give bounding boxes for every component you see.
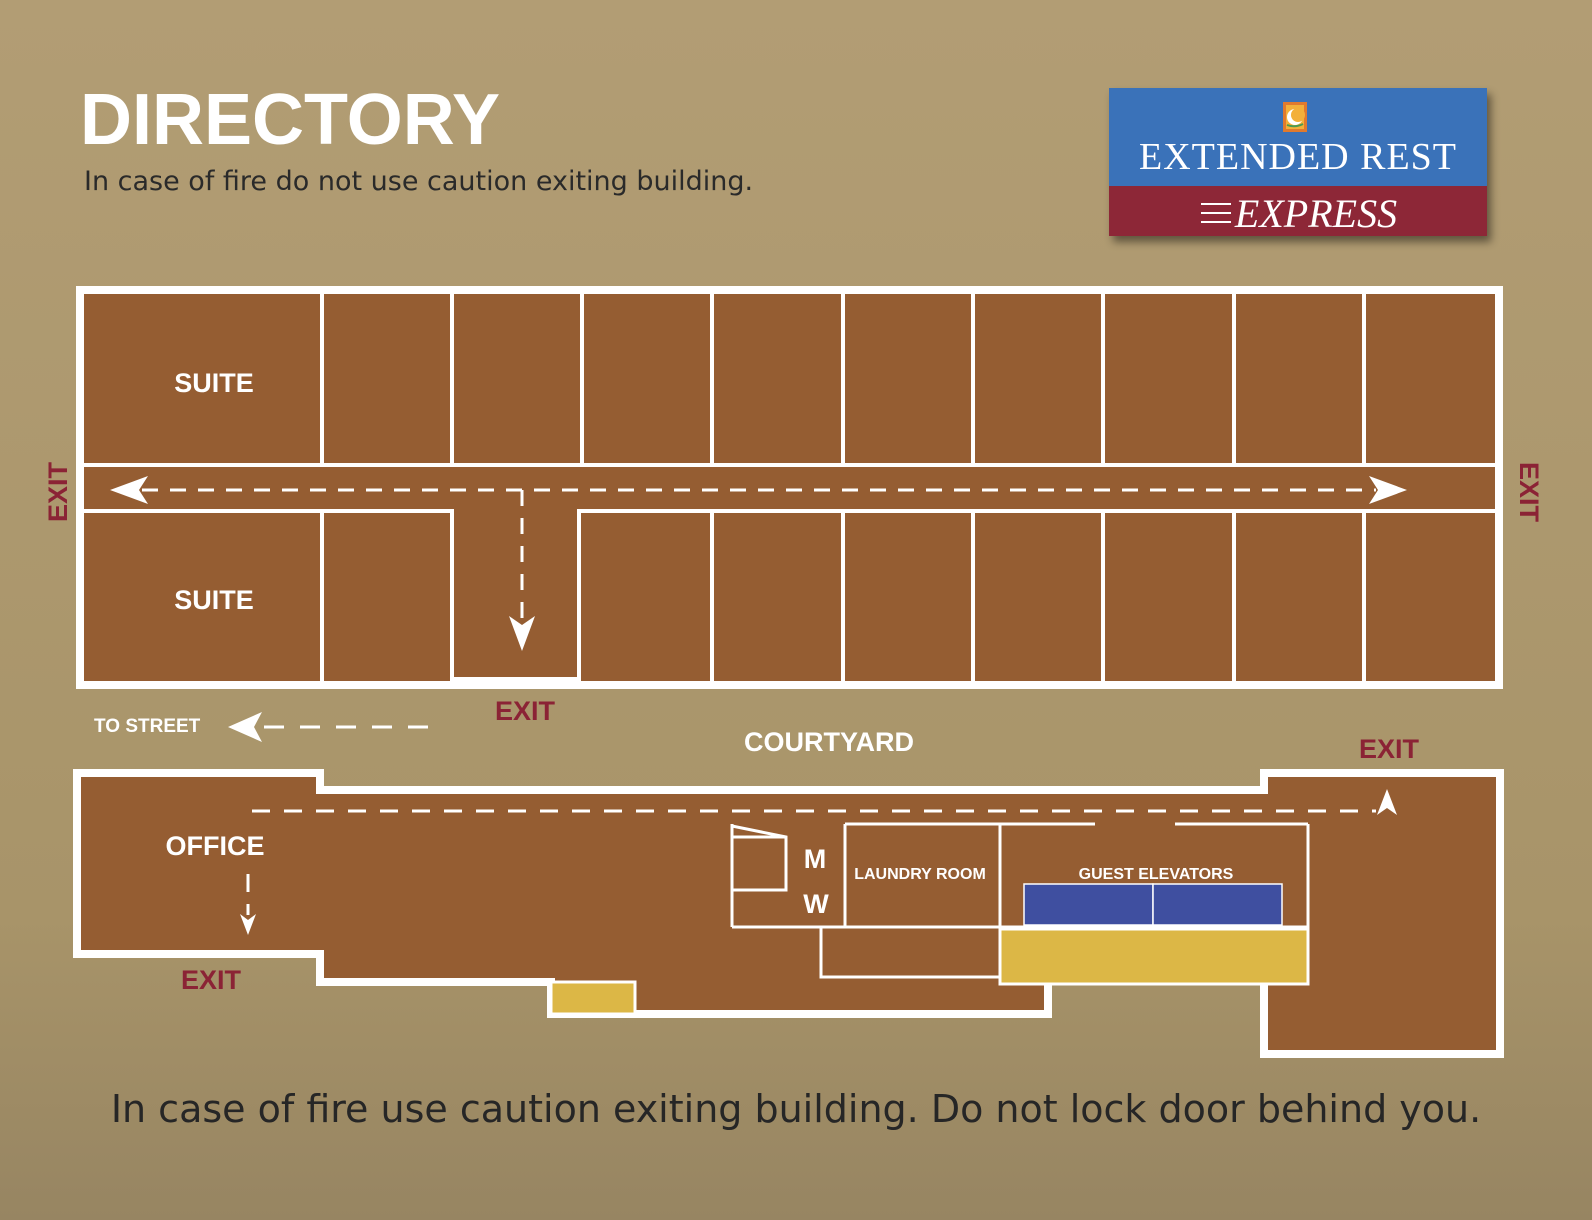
exit-label-left: EXIT	[43, 461, 73, 522]
corridor-exit-path	[142, 488, 1376, 620]
bottom-room-dividers	[320, 509, 1366, 681]
restroom-women-label: W	[803, 889, 829, 919]
exit-label-middle: EXIT	[495, 696, 556, 726]
office-label: OFFICE	[166, 831, 265, 861]
exit-label-right: EXIT	[1514, 462, 1544, 523]
upper-corridor	[84, 463, 1495, 513]
arrow-down-icon	[509, 616, 535, 651]
courtyard-label: COURTYARD	[744, 727, 914, 757]
elevator-car-2	[1152, 883, 1283, 926]
arrow-right-icon	[1369, 476, 1407, 504]
yellow-area-small	[549, 980, 637, 1016]
arrow-down-icon	[240, 914, 256, 935]
crescent-moon-icon	[1283, 102, 1307, 132]
hotel-logo: EXTENDED REST EXPRESS	[1109, 88, 1487, 236]
arrow-up-icon	[1377, 789, 1397, 815]
yellow-area-large	[998, 927, 1310, 986]
speed-lines-icon	[1200, 203, 1231, 223]
suite-label-top: SUITE	[174, 368, 254, 398]
top-room-dividers	[320, 294, 1366, 465]
restroom-men-label: M	[804, 844, 827, 874]
footer-notice: In case of fire use caution exiting buil…	[110, 1087, 1482, 1131]
exit-label-courtyard-right: EXIT	[1359, 734, 1420, 764]
arrow-left-icon	[228, 712, 262, 742]
logo-subline: EXPRESS	[1109, 194, 1487, 234]
lower-building	[73, 769, 1504, 1058]
logo-name: EXTENDED REST	[1138, 136, 1458, 178]
page-subtitle: In case of fire do not use caution exiti…	[84, 166, 754, 197]
service-walls	[730, 822, 1310, 984]
page-title: DIRECTORY	[80, 80, 501, 160]
elevator-car-1	[1023, 883, 1154, 926]
suite-label-bottom: SUITE	[174, 585, 254, 615]
arrow-left-icon	[110, 476, 148, 504]
upper-building	[76, 286, 1503, 689]
to-street-label: TO STREET	[94, 716, 201, 737]
logo-bottom-band	[1109, 186, 1487, 236]
exit-label-office: EXIT	[181, 965, 242, 995]
logo-sub-text: EXPRESS	[1234, 191, 1398, 236]
laundry-room-label: LAUNDRY ROOM	[854, 866, 986, 883]
guest-elevators-label: GUEST ELEVATORS	[1079, 866, 1234, 883]
